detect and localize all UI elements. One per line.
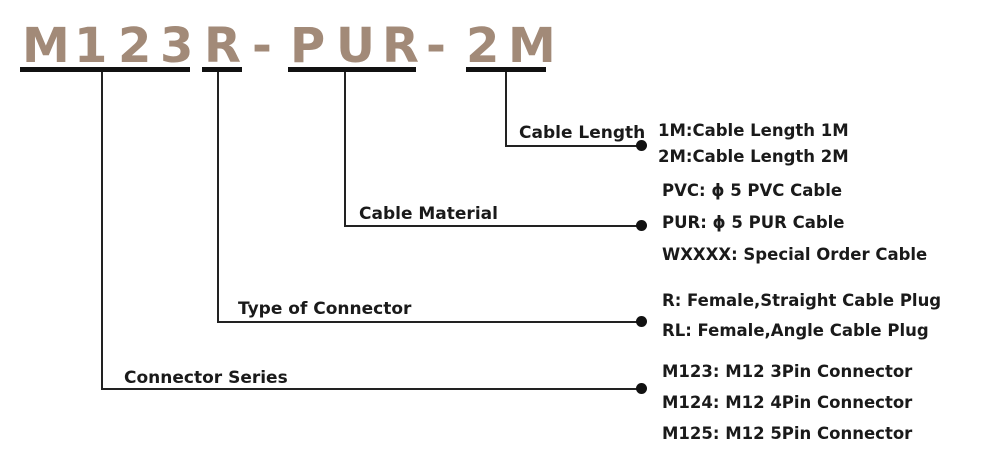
material-dot bbox=[636, 220, 647, 231]
material-vertical-line bbox=[344, 72, 346, 227]
type-option-rl: RL: Female,Angle Cable Plug bbox=[662, 321, 929, 340]
length-dot bbox=[636, 140, 647, 151]
series-horizontal-line bbox=[101, 388, 642, 390]
series-underline bbox=[20, 67, 190, 72]
length-underline bbox=[466, 67, 546, 72]
series-option-m124: M124: M12 4Pin Connector bbox=[662, 393, 913, 412]
code-char-u: U bbox=[336, 18, 375, 74]
length-horizontal-line bbox=[505, 145, 642, 147]
series-option-m125: M125: M12 5Pin Connector bbox=[662, 424, 913, 443]
material-option-wxxxx: WXXXX: Special Order Cable bbox=[662, 245, 928, 264]
code-char-p: P bbox=[290, 18, 326, 74]
code-char-m2: M bbox=[508, 18, 556, 74]
length-vertical-line bbox=[505, 72, 507, 147]
length-option-1m: 1M:Cable Length 1M bbox=[658, 121, 849, 140]
cable-length-label: Cable Length bbox=[519, 123, 646, 143]
type-dot bbox=[636, 316, 647, 327]
code-char-1: 1 bbox=[74, 18, 108, 74]
type-horizontal-line bbox=[217, 321, 642, 323]
material-horizontal-line bbox=[344, 225, 642, 227]
connector-series-label: Connector Series bbox=[124, 368, 288, 388]
code-char-dash-1: - bbox=[252, 18, 272, 74]
type-underline bbox=[202, 67, 242, 72]
series-dot bbox=[636, 383, 647, 394]
series-vertical-line bbox=[101, 72, 103, 390]
code-char-3: 3 bbox=[160, 18, 194, 74]
series-option-m123: M123: M12 3Pin Connector bbox=[662, 362, 913, 381]
length-option-2m: 2M:Cable Length 2M bbox=[658, 147, 849, 166]
connector-type-label: Type of Connector bbox=[238, 299, 412, 319]
code-char-2: 2 bbox=[118, 18, 152, 74]
code-char-m: M bbox=[22, 18, 70, 74]
code-char-dash-2: - bbox=[426, 18, 446, 74]
material-option-pvc: PVC: ϕ 5 PVC Cable bbox=[662, 181, 843, 200]
material-underline bbox=[288, 67, 416, 72]
type-option-r: R: Female,Straight Cable Plug bbox=[662, 291, 942, 310]
type-vertical-line bbox=[217, 72, 219, 323]
code-char-2b: 2 bbox=[466, 18, 500, 74]
cable-material-label: Cable Material bbox=[359, 204, 498, 224]
code-char-r: R bbox=[204, 18, 241, 74]
material-option-pur: PUR: ϕ 5 PUR Cable bbox=[662, 213, 845, 232]
code-char-r2: R bbox=[382, 18, 419, 74]
